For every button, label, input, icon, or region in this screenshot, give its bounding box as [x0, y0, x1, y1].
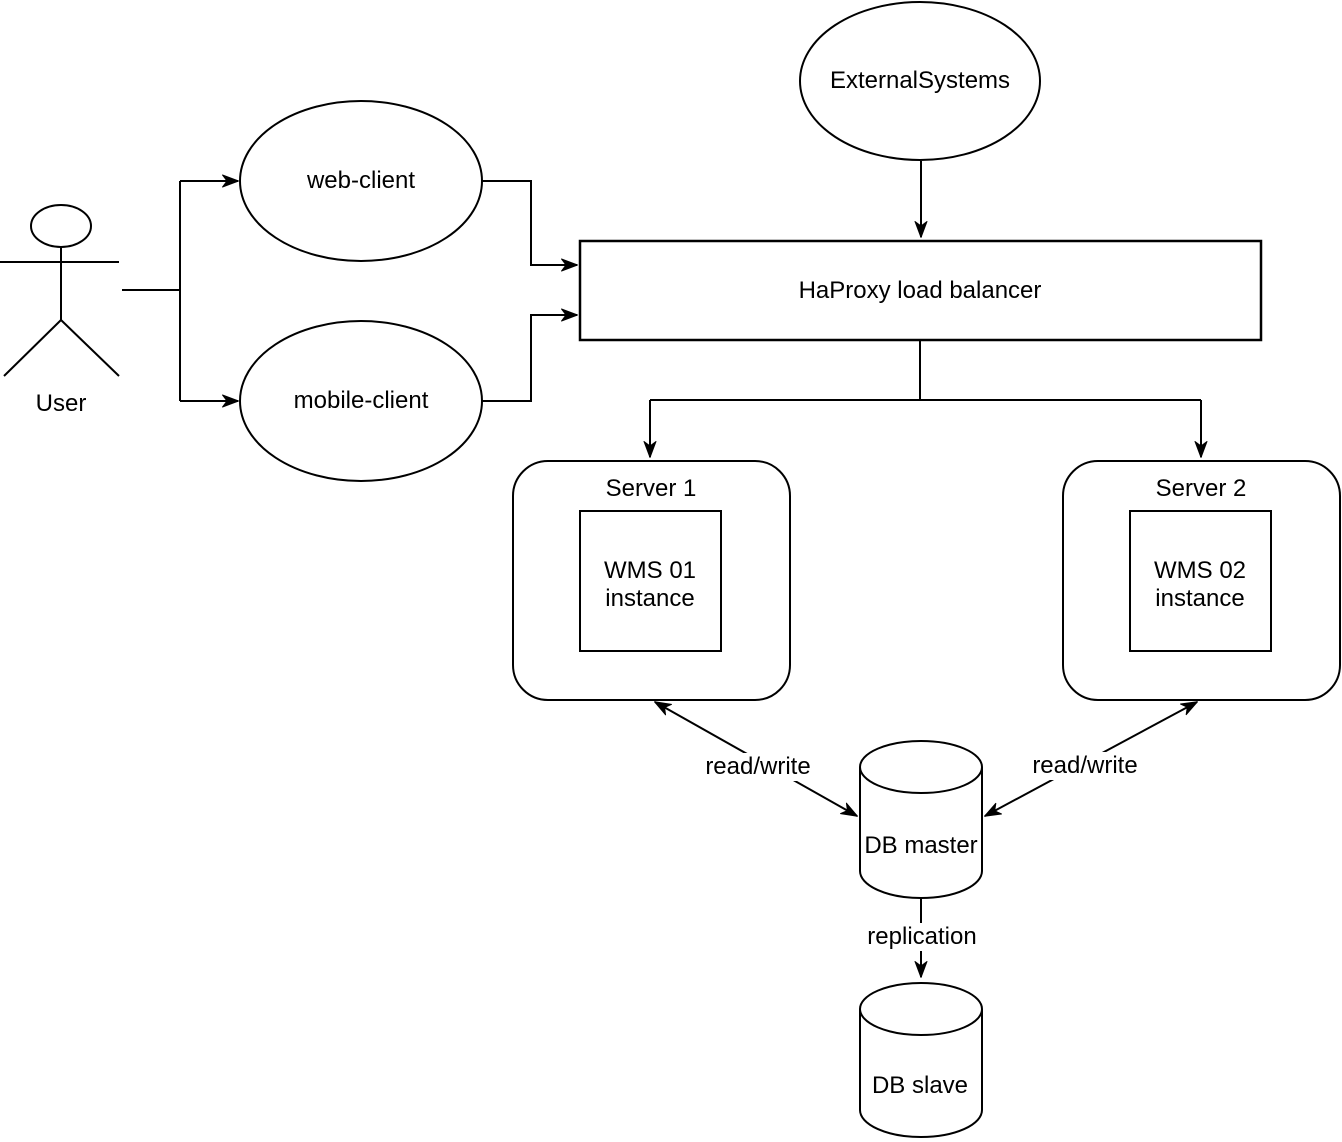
- haproxy-label: HaProxy load balancer: [798, 277, 1042, 304]
- haproxy-box: [578, 239, 1263, 342]
- server2-label: Server 2: [1155, 475, 1247, 502]
- web-client-label: web-client: [306, 167, 416, 194]
- wms02-box: [1129, 510, 1272, 652]
- mobile-client-label: mobile-client: [293, 387, 429, 414]
- edge-web-client-to-haproxy: [482, 180, 578, 272]
- wms02-label-line1: WMS 02: [1153, 557, 1247, 584]
- db-slave-body: [859, 1009, 983, 1138]
- actor-left-leg: [3, 319, 62, 377]
- mobile-client-ellipse: [239, 320, 483, 482]
- wms02-label-line2: instance: [1155, 585, 1245, 612]
- db-master-cylinder: [859, 740, 983, 899]
- read-write-left-label: read/write: [702, 753, 814, 781]
- user-actor-figure: [0, 204, 120, 377]
- external-systems-ellipse: [799, 1, 1041, 161]
- server1-label: Server 1: [605, 475, 697, 502]
- actor-head: [30, 204, 92, 248]
- wms01-box: [579, 510, 722, 652]
- db-master-body: [859, 767, 983, 899]
- db-slave-top: [859, 982, 983, 1036]
- db-master-top: [859, 740, 983, 794]
- db-slave-cylinder: [859, 982, 983, 1138]
- wms01-label: WMS 01 instance: [604, 557, 696, 613]
- wms01-label-line2: instance: [605, 585, 695, 612]
- db-slave-label: DB slave: [871, 1072, 969, 1099]
- replication-label: replication: [864, 923, 980, 951]
- db-master-label: DB master: [864, 832, 978, 859]
- edge-mobile-client-to-haproxy: [482, 308, 578, 402]
- external-systems-label: ExternalSystems: [829, 67, 1011, 94]
- actor-right-leg: [60, 319, 120, 377]
- wms01-label-line1: WMS 01: [603, 557, 697, 584]
- web-client-ellipse: [239, 100, 483, 262]
- user-label: User: [35, 390, 87, 417]
- wms02-label: WMS 02 instance: [1154, 557, 1246, 613]
- read-write-right-label: read/write: [1029, 752, 1141, 780]
